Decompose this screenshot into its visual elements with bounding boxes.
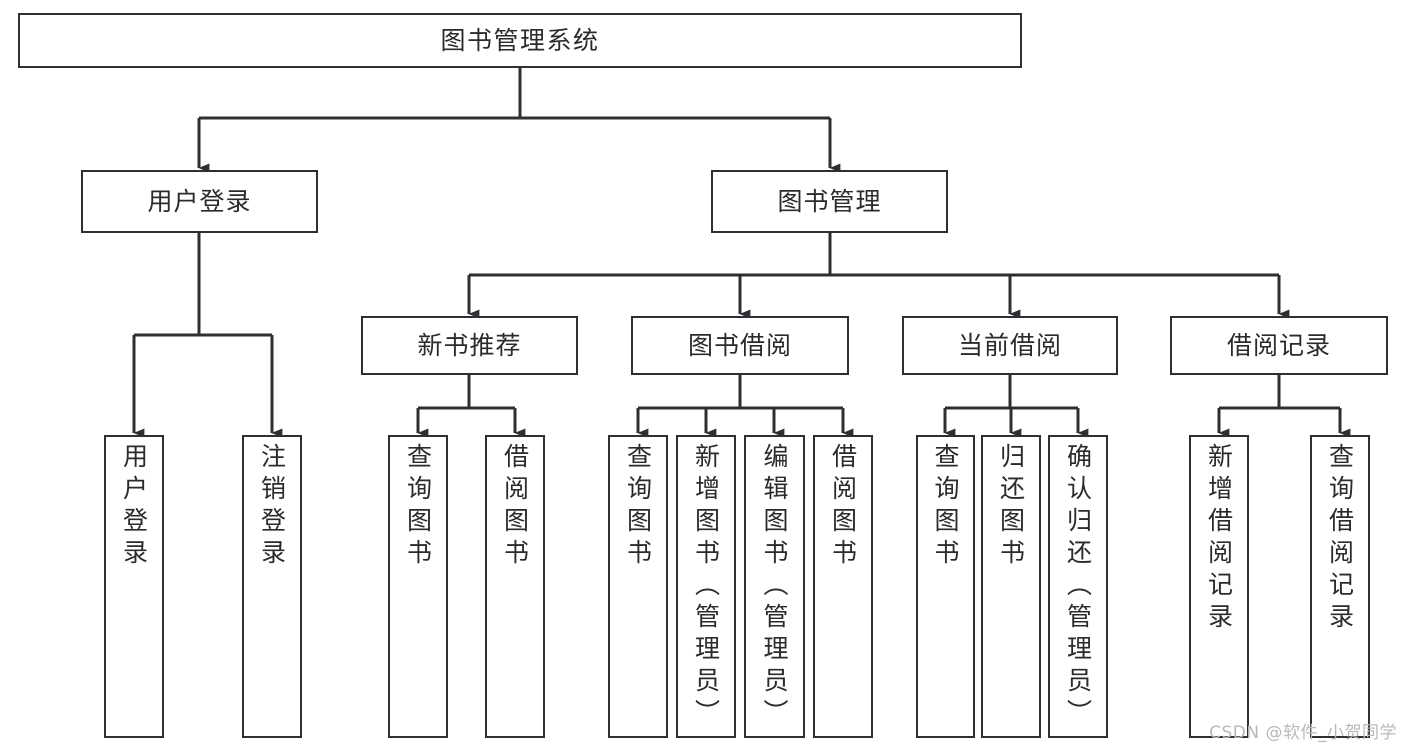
- leaf-borrow-book-newbook-label: 借阅图书: [500, 443, 530, 571]
- leaf-query-book-newbook-label: 查询图书: [403, 443, 433, 571]
- node-new-book-recommend-label: 新书推荐: [417, 330, 522, 360]
- watermark: CSDN @软件_小贺同学: [1209, 723, 1397, 743]
- leaf-query-borrow-record-label: 查询借阅记录: [1325, 443, 1355, 635]
- leaf-add-book-admin-label: 新增图书（管理员）: [691, 443, 721, 731]
- leaf-confirm-return-admin[interactable]: 确认归还（管理员）: [1048, 435, 1108, 738]
- leaf-query-book-newbook[interactable]: 查询图书: [388, 435, 448, 738]
- leaf-edit-book-admin[interactable]: 编辑图书（管理员）: [744, 435, 805, 738]
- leaf-return-book[interactable]: 归还图书: [981, 435, 1041, 738]
- leaf-query-borrow-record[interactable]: 查询借阅记录: [1310, 435, 1370, 738]
- leaf-add-borrow-record-label: 新增借阅记录: [1204, 443, 1234, 635]
- node-user-login-label: 用户登录: [147, 186, 252, 216]
- node-book-borrow-label: 图书借阅: [687, 330, 792, 360]
- node-root-label: 图书管理系统: [440, 25, 600, 55]
- leaf-logout-label: 注销登录: [257, 443, 287, 571]
- node-user-login[interactable]: 用户登录: [81, 170, 318, 233]
- leaf-add-book-admin[interactable]: 新增图书（管理员）: [676, 435, 736, 738]
- node-root[interactable]: 图书管理系统: [18, 13, 1022, 68]
- leaf-query-book-current[interactable]: 查询图书: [916, 435, 975, 738]
- leaf-query-book-borrow[interactable]: 查询图书: [608, 435, 668, 738]
- node-borrow-record-label: 借阅记录: [1226, 330, 1331, 360]
- node-book-management-label: 图书管理: [777, 186, 882, 216]
- leaf-user-login[interactable]: 用户登录: [104, 435, 164, 738]
- node-borrow-record[interactable]: 借阅记录: [1170, 316, 1388, 375]
- leaf-add-borrow-record[interactable]: 新增借阅记录: [1189, 435, 1249, 738]
- leaf-user-login-label: 用户登录: [119, 443, 149, 571]
- leaf-query-book-borrow-label: 查询图书: [623, 443, 653, 571]
- node-book-borrow[interactable]: 图书借阅: [631, 316, 849, 375]
- leaf-return-book-label: 归还图书: [996, 443, 1026, 571]
- leaf-borrow-book-newbook[interactable]: 借阅图书: [485, 435, 545, 738]
- leaf-borrow-book[interactable]: 借阅图书: [813, 435, 873, 738]
- leaf-edit-book-admin-label: 编辑图书（管理员）: [760, 443, 789, 731]
- node-current-borrow-label: 当前借阅: [957, 330, 1062, 360]
- node-new-book-recommend[interactable]: 新书推荐: [361, 316, 578, 375]
- leaf-confirm-return-admin-label: 确认归还（管理员）: [1063, 443, 1093, 731]
- node-book-management[interactable]: 图书管理: [711, 170, 948, 233]
- leaf-query-book-current-label: 查询图书: [931, 443, 960, 571]
- leaf-logout[interactable]: 注销登录: [242, 435, 302, 738]
- leaf-borrow-book-label: 借阅图书: [828, 443, 858, 571]
- node-current-borrow[interactable]: 当前借阅: [902, 316, 1118, 375]
